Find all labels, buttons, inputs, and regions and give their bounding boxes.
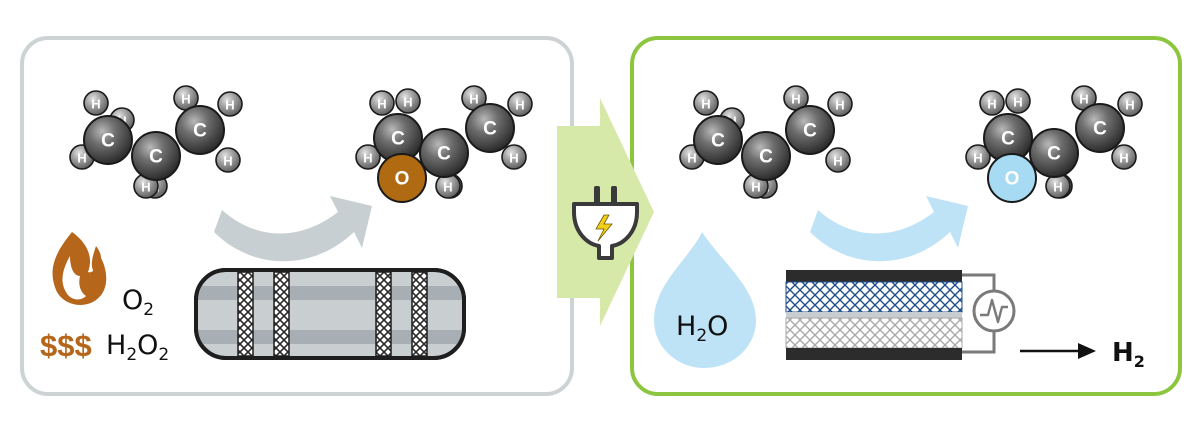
hydrogen-atom: H <box>395 88 421 114</box>
flame-icon <box>52 232 107 305</box>
carbon-atom: C <box>131 131 181 181</box>
svg-text:H: H <box>443 180 452 195</box>
right-conversion-arrow <box>810 196 968 262</box>
svg-text:C: C <box>711 131 725 152</box>
hydrogen-atom: H <box>979 90 1005 116</box>
carbon-atom: C <box>983 113 1033 163</box>
svg-text:H: H <box>515 98 524 113</box>
hydrogen-atom: H <box>965 144 991 170</box>
propane-molecule-left: HHHHHHHHCCC <box>69 85 243 199</box>
svg-text:C: C <box>437 144 451 165</box>
svg-text:H: H <box>77 151 86 166</box>
current-source-icon <box>972 289 1016 333</box>
svg-text:H: H <box>91 97 100 112</box>
hydrogen-atom: H <box>217 91 243 117</box>
svg-text:H: H <box>833 154 842 169</box>
svg-text:H: H <box>1119 151 1128 166</box>
svg-text:H: H <box>1125 98 1134 113</box>
carbon-atom: C <box>373 113 423 163</box>
hydrogen-atom: H <box>1117 91 1143 117</box>
svg-text:H: H <box>377 97 386 112</box>
svg-text:H: H <box>687 151 696 166</box>
svg-text:C: C <box>1047 144 1061 165</box>
carbon-atom: C <box>785 105 835 155</box>
hydrogen-output-arrow <box>1020 343 1096 359</box>
svg-text:O: O <box>395 169 410 190</box>
hydrogen-atom: H <box>827 91 853 117</box>
peroxide-label: H2O2 <box>106 330 169 365</box>
hydrogen-atom: H <box>1005 88 1031 114</box>
svg-text:C: C <box>803 121 817 142</box>
svg-text:H: H <box>1013 95 1022 110</box>
hydrogen-atom: H <box>173 85 199 111</box>
svg-text:C: C <box>1093 119 1107 140</box>
hydrogen-atom: H <box>1111 144 1137 170</box>
electrochemical-cell <box>785 270 963 360</box>
hydrogen-atom: H <box>501 144 527 170</box>
hydrogen-atom: H <box>507 91 533 117</box>
svg-text:H: H <box>223 154 232 169</box>
hydrogen-atom: H <box>1045 173 1071 199</box>
svg-text:C: C <box>193 121 207 142</box>
oxidized-molecule-right: HHHHHHHHCCCO <box>965 85 1143 203</box>
svg-text:H: H <box>1053 180 1062 195</box>
carbon-atom: C <box>693 115 743 165</box>
svg-text:H: H <box>973 151 982 166</box>
carbon-atom: C <box>1075 103 1125 153</box>
svg-text:H: H <box>225 98 234 113</box>
cost-label: $$$ <box>40 328 92 363</box>
svg-text:H: H <box>1079 92 1088 107</box>
hydrogen-atom: H <box>83 90 109 116</box>
svg-text:H: H <box>363 151 372 166</box>
svg-text:H: H <box>701 97 710 112</box>
svg-text:H: H <box>509 151 518 166</box>
hydrogen-atom: H <box>215 147 241 173</box>
hydrogen-atom: H <box>825 147 851 173</box>
water-drop-icon <box>654 232 756 368</box>
hydrogen-atom: H <box>435 173 461 199</box>
svg-text:H: H <box>791 92 800 107</box>
carbon-atom: C <box>741 131 791 181</box>
hydrogen-label: H2 <box>1112 338 1145 371</box>
svg-text:H: H <box>835 98 844 113</box>
carbon-atom: C <box>1029 128 1079 178</box>
svg-text:H: H <box>751 180 760 195</box>
svg-text:C: C <box>483 119 497 140</box>
svg-text:H: H <box>987 97 996 112</box>
svg-text:H: H <box>141 180 150 195</box>
oxygen-atom: O <box>987 153 1037 203</box>
svg-text:O: O <box>1005 169 1020 190</box>
thermal-reactor <box>194 268 466 360</box>
carbon-atom: C <box>83 115 133 165</box>
svg-text:C: C <box>759 147 773 168</box>
plug-icon <box>572 186 639 260</box>
oxygen-label: O2 <box>122 285 154 320</box>
svg-text:C: C <box>101 131 115 152</box>
propane-molecule-right: HHHHHHHHCCC <box>679 85 853 199</box>
hydrogen-atom: H <box>693 90 719 116</box>
carbon-atom: C <box>419 128 469 178</box>
carbon-atom: C <box>465 103 515 153</box>
carbon-atom: C <box>175 105 225 155</box>
hydrogen-atom: H <box>369 90 395 116</box>
left-conversion-arrow <box>214 196 372 262</box>
external-circuit <box>962 273 996 354</box>
svg-text:H: H <box>181 92 190 107</box>
svg-text:C: C <box>149 147 163 168</box>
svg-text:C: C <box>391 129 405 150</box>
oxygen-atom: O <box>377 153 427 203</box>
svg-text:C: C <box>1001 129 1015 150</box>
oxidized-molecule-left: HHHHHHHHCCCO <box>355 85 533 203</box>
hydrogen-atom: H <box>355 144 381 170</box>
water-label: H2O <box>676 311 728 346</box>
svg-text:H: H <box>403 95 412 110</box>
svg-text:H: H <box>469 92 478 107</box>
